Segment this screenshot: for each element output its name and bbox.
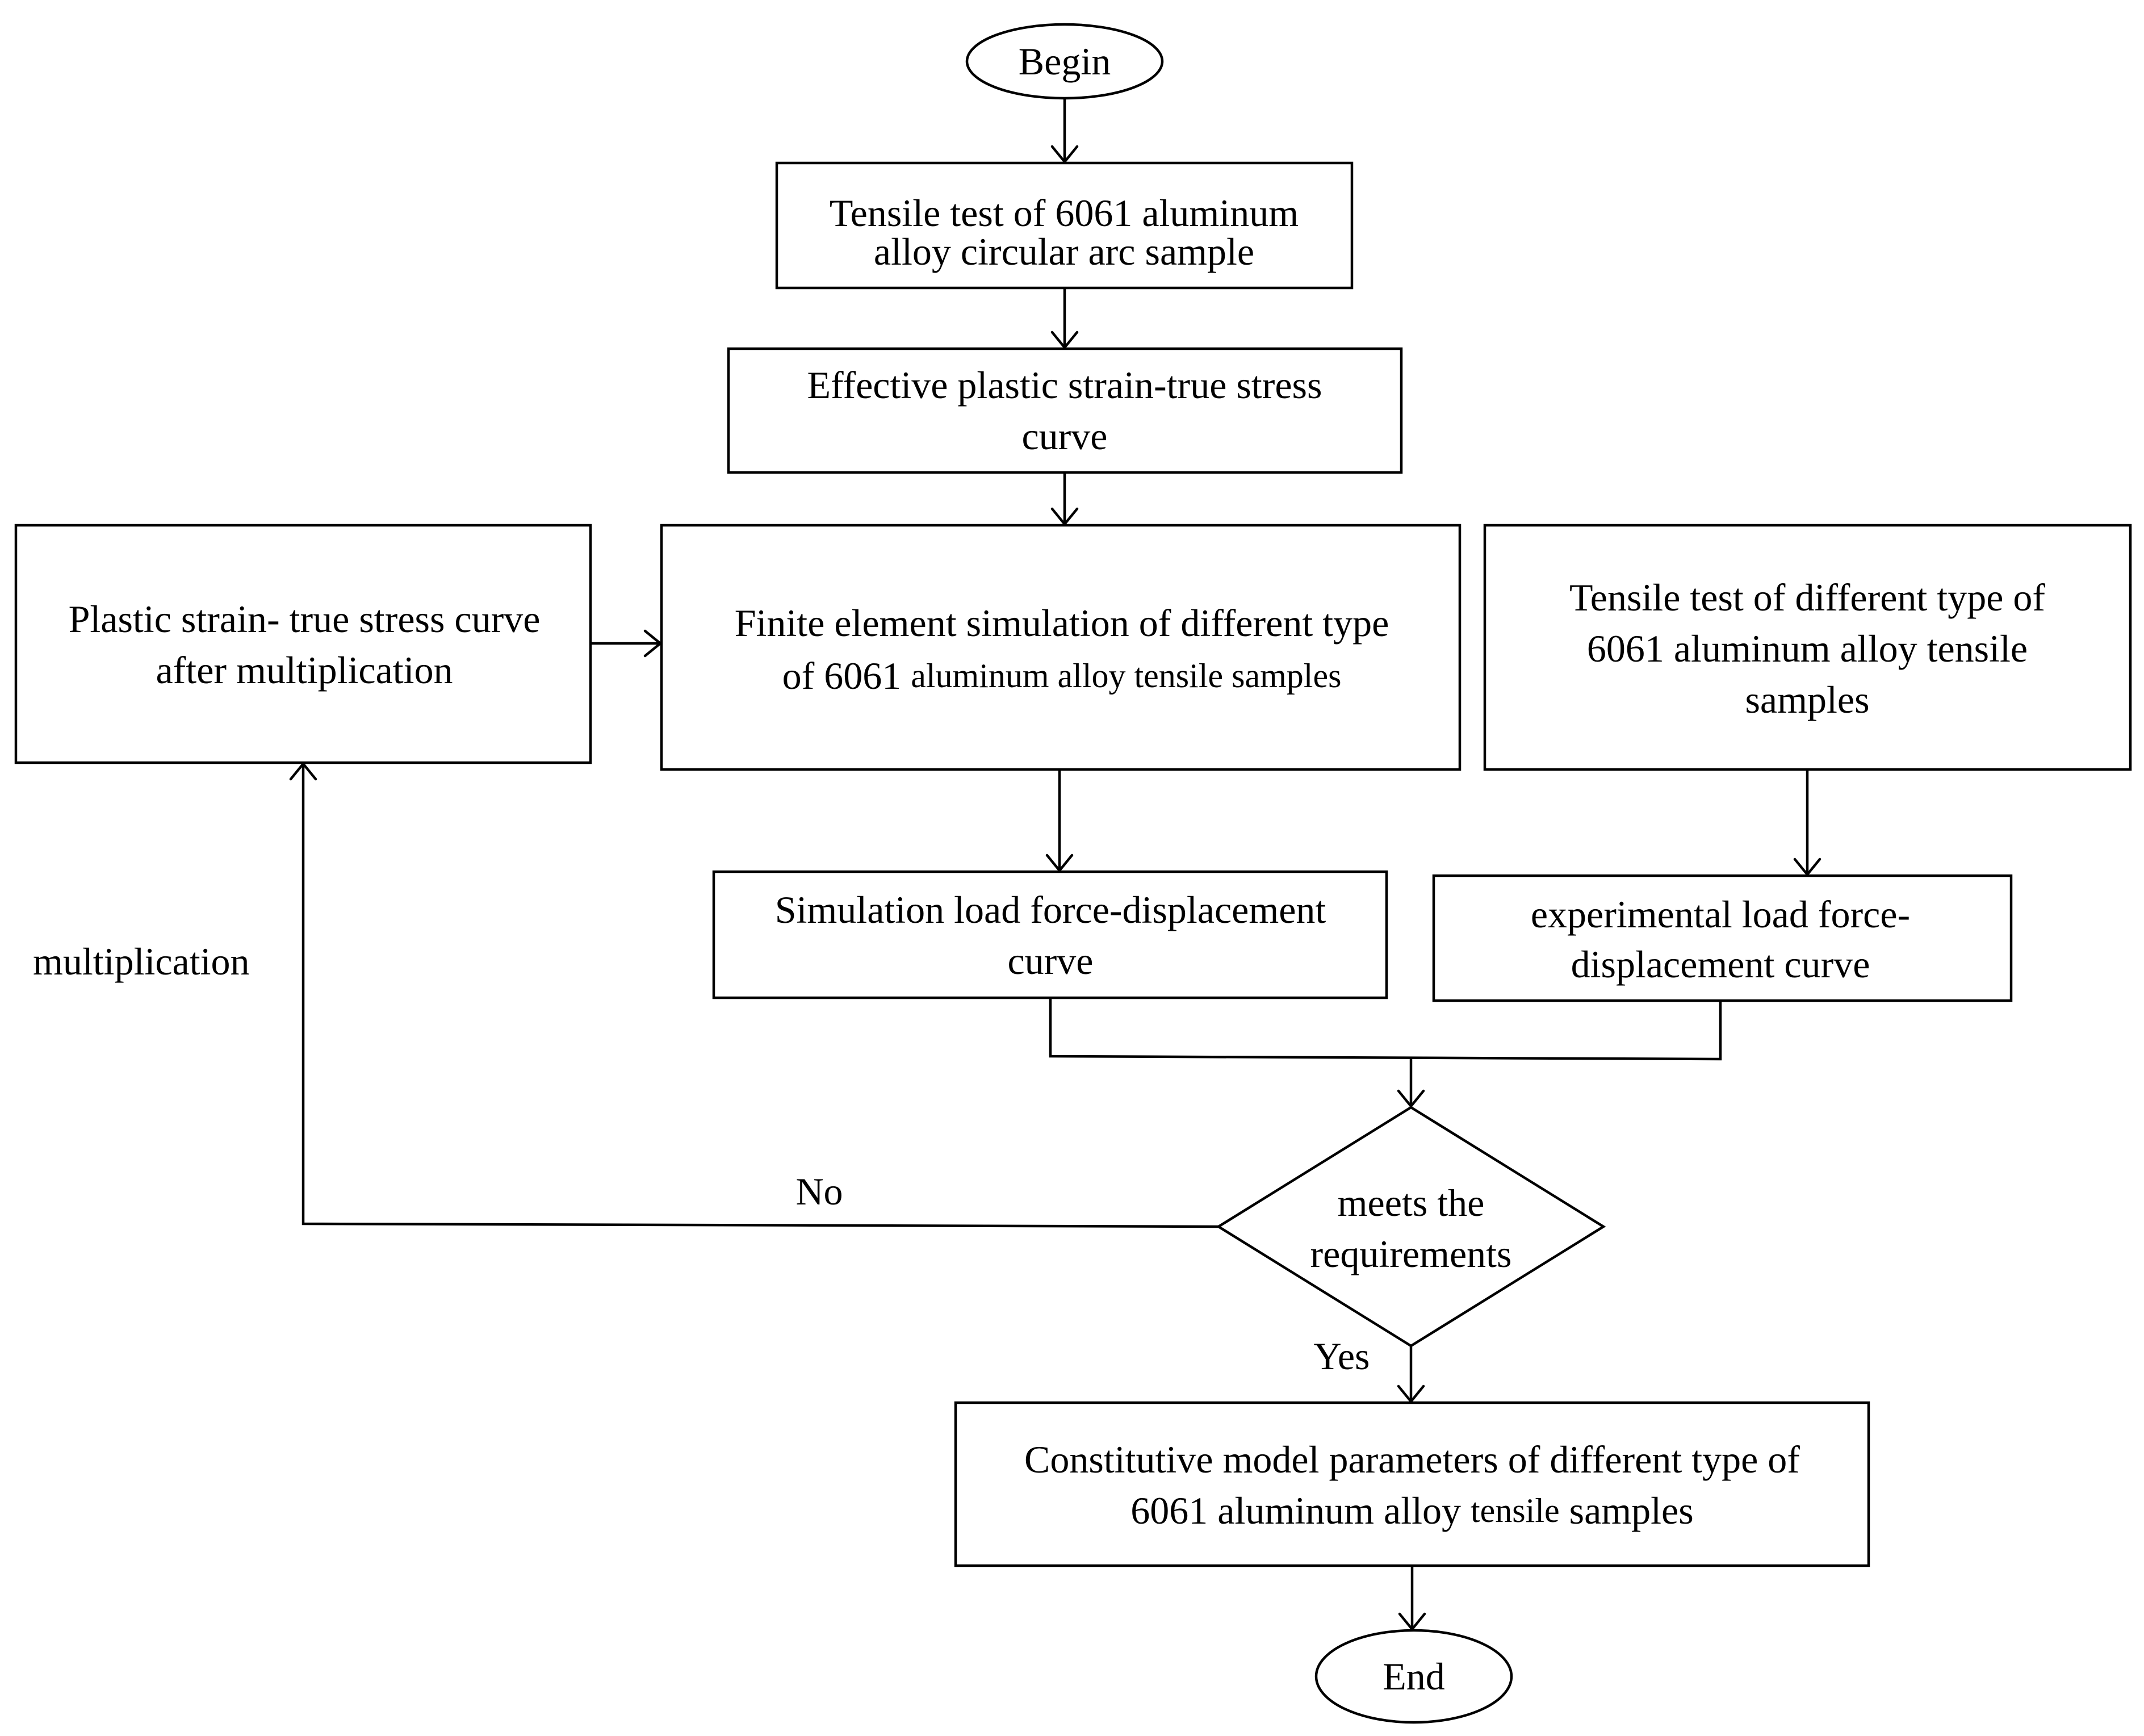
tensile-arc-box: Tensile test of 6061 aluminum alloy circ… xyxy=(775,161,1354,290)
begin-label: Begin xyxy=(1019,40,1111,83)
decision-diamond: meets the requirements xyxy=(1216,1106,1606,1348)
tensile-types-box: Tensile test of different type of 6061 a… xyxy=(1483,524,2132,771)
multiplication-label: multiplication xyxy=(33,940,250,983)
constitutive-line-2a: 6061 aluminum alloy xyxy=(1130,1489,1471,1532)
sim-curve-box: Simulation load force-displacement curve xyxy=(712,870,1388,999)
arrow-tensile-types-to-exp-curve xyxy=(1793,769,1821,876)
effective-curve-line-1: Effective plastic strain-true stress xyxy=(807,363,1322,407)
constitutive-line-1: Constitutive model parameters of differe… xyxy=(1024,1438,1800,1481)
effective-curve-line-2: curve xyxy=(1021,415,1107,458)
plastic-curve-line-1: Plastic strain- true stress curve xyxy=(69,597,541,641)
fe-simulation-line-1: Finite element simulation of different t… xyxy=(735,601,1389,645)
arrow-effective-to-fe xyxy=(1050,472,1079,526)
tensile-types-line-1: Tensile test of different type of xyxy=(1569,576,2045,619)
effective-curve-box: Effective plastic strain-true stress cur… xyxy=(727,347,1403,474)
exp-curve-line-2: displacement curve xyxy=(1571,943,1870,986)
arrow-fe-to-sim-curve xyxy=(1045,769,1074,872)
plastic-curve-line-2: after multiplication xyxy=(156,649,453,692)
fe-simulation-line-2a: of 6061 xyxy=(782,654,911,697)
constitutive-box: Constitutive model parameters of differe… xyxy=(954,1401,1870,1567)
arrow-constitutive-to-end xyxy=(1398,1566,1426,1631)
constitutive-line-2: 6061 aluminum alloy tensile samples xyxy=(1130,1489,1693,1532)
fe-simulation-line-2b: aluminum alloy tensile samples xyxy=(911,657,1341,695)
sim-curve-line-2: curve xyxy=(1007,939,1093,982)
tensile-arc-line-2: alloy circular arc sample xyxy=(874,230,1254,273)
tensile-types-line-3: samples xyxy=(1745,678,1869,721)
constitutive-line-2c: samples xyxy=(1560,1489,1694,1532)
arrow-merge-to-decision xyxy=(1049,998,1722,1108)
arrow-begin-to-tensile-arc xyxy=(1050,98,1079,164)
constitutive-line-2b: tensile xyxy=(1471,1492,1560,1529)
arrow-yes-to-constitutive xyxy=(1397,1346,1425,1403)
arrow-plastic-to-fe xyxy=(591,629,662,658)
arrow-tensile-arc-to-effective xyxy=(1050,288,1079,349)
fe-simulation-box: Finite element simulation of different t… xyxy=(660,524,1462,771)
decision-line-2: requirements xyxy=(1310,1232,1512,1275)
arrow-no-to-plastic-curve xyxy=(289,762,1219,1228)
tensile-types-line-2: 6061 aluminum alloy tensile xyxy=(1587,627,2028,670)
sim-curve-line-1: Simulation load force-displacement xyxy=(775,888,1326,931)
plastic-curve-box: Plastic strain- true stress curve after … xyxy=(14,524,592,764)
end-terminal: End xyxy=(1314,1629,1513,1724)
exp-curve-box: experimental load force- displacement cu… xyxy=(1432,874,2013,1002)
tensile-arc-line-1: Tensile test of 6061 aluminum xyxy=(830,191,1299,235)
begin-terminal: Begin xyxy=(965,23,1164,100)
exp-curve-line-1: experimental load force- xyxy=(1531,893,1910,936)
yes-label: Yes xyxy=(1314,1335,1370,1378)
no-label: No xyxy=(795,1170,843,1213)
fe-simulation-line-2: of 6061 aluminum alloy tensile samples xyxy=(782,654,1342,697)
end-label: End xyxy=(1383,1655,1445,1698)
decision-line-1: meets the xyxy=(1338,1181,1485,1224)
